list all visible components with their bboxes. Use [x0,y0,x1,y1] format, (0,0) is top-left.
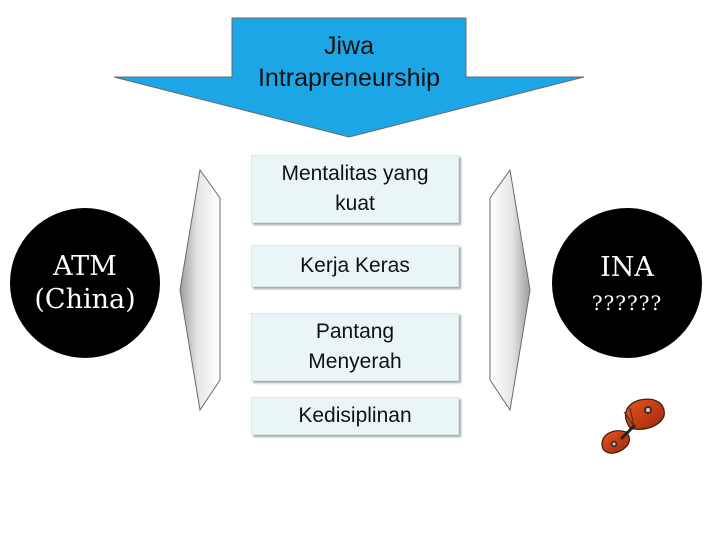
right-node-line-2: ?????? [592,290,662,316]
value-box-line: kuat [252,189,458,219]
top-arrow-label: Jiwa Intrapreneurship [232,30,466,94]
value-box-line: Kerja Keras [252,251,458,281]
value-box-line: Mentalitas yang [252,159,458,189]
left-node-line-1: ATM [53,250,117,283]
butterfly-icon [602,399,664,453]
value-box-line: Kedisiplinan [252,401,458,431]
value-box-line: Pantang [252,317,458,347]
value-box-line: Menyerah [252,347,458,377]
value-box-kerja-keras: Kerja Keras [251,245,459,287]
left-arrow [180,170,220,410]
right-node-line-1: INA [600,251,654,284]
value-box-pantang-menyerah: Pantang Menyerah [251,313,459,381]
left-node-circle: ATM (China) [10,208,160,358]
right-node-circle: INA ?????? [552,208,702,358]
value-box-mentalitas: Mentalitas yang kuat [251,155,459,223]
title-line-1: Jiwa [232,30,466,62]
right-arrow [490,170,530,410]
left-node-line-2: (China) [34,283,135,316]
value-box-kedisiplinan: Kedisiplinan [251,397,459,435]
title-line-2: Intrapreneurship [232,62,466,94]
